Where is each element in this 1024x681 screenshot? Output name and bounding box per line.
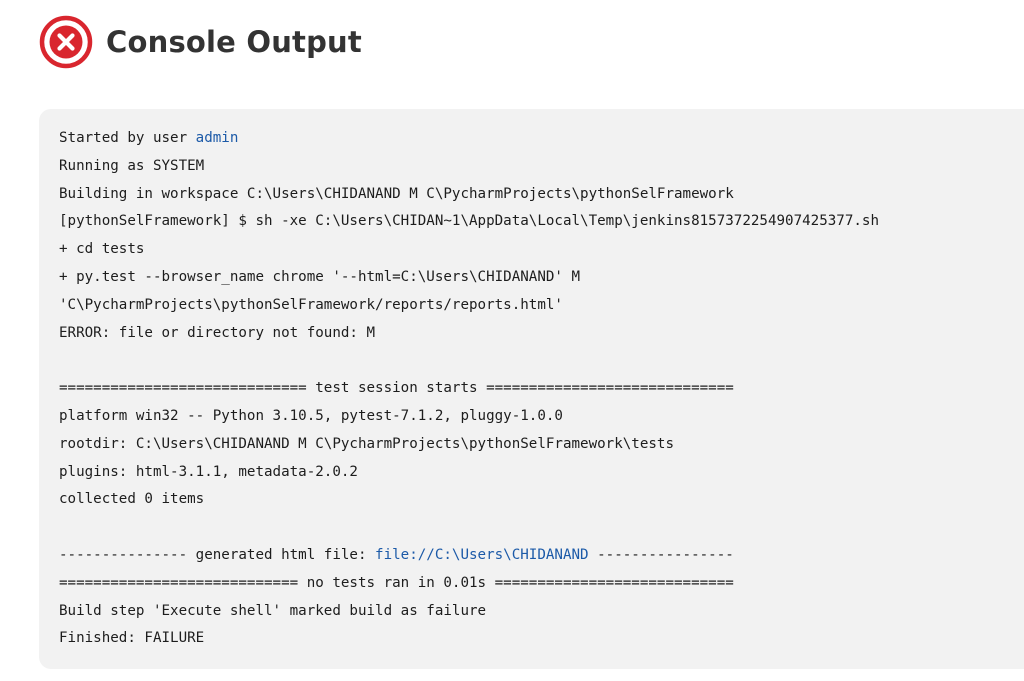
console-line: Building in workspace C:\Users\CHIDANAND…	[59, 181, 1024, 209]
console-line	[59, 514, 1024, 542]
console-text: + py.test --browser_name chrome '--html=…	[59, 268, 581, 285]
console-text: platform win32 -- Python 3.10.5, pytest-…	[59, 407, 563, 424]
failure-status-icon	[39, 15, 93, 69]
console-text: plugins: html-3.1.1, metadata-2.0.2	[59, 463, 358, 480]
console-text: + cd tests	[59, 241, 145, 258]
console-text: ============================= test sessi…	[59, 380, 734, 397]
console-line: ERROR: file or directory not found: M	[59, 320, 1024, 348]
console-line: platform win32 -- Python 3.10.5, pytest-…	[59, 403, 1024, 431]
page-title: Console Output	[106, 25, 362, 59]
console-line: Started by user admin	[59, 125, 1024, 153]
console-text: ERROR: file or directory not found: M	[59, 324, 376, 341]
console-link[interactable]: admin	[195, 130, 239, 146]
console-line: + cd tests	[59, 236, 1024, 264]
console-line: collected 0 items	[59, 486, 1024, 514]
console-text: rootdir: C:\Users\CHIDANAND M C\PycharmP…	[59, 435, 674, 452]
console-text: ----------------	[588, 546, 734, 563]
console-text: Finished: FAILURE	[59, 630, 205, 647]
console-line: ============================= test sessi…	[59, 375, 1024, 403]
console-text: Build step 'Execute shell' marked build …	[59, 602, 487, 619]
console-line: --------------- generated html file: fil…	[59, 542, 1024, 570]
console-line	[59, 347, 1024, 375]
console-text: 'C\PycharmProjects\pythonSelFramework/re…	[59, 296, 563, 313]
console-line: [pythonSelFramework] $ sh -xe C:\Users\C…	[59, 208, 1024, 236]
console-line: 'C\PycharmProjects\pythonSelFramework/re…	[59, 292, 1024, 320]
console-text: Running as SYSTEM	[59, 157, 205, 174]
console-line: Build step 'Execute shell' marked build …	[59, 598, 1024, 626]
console-link[interactable]: file://C:\Users\CHIDANAND	[375, 546, 589, 563]
console-line: Finished: FAILURE	[59, 625, 1024, 653]
console-line: ============================ no tests ra…	[59, 570, 1024, 598]
console-text: collected 0 items	[59, 491, 205, 508]
console-line: Running as SYSTEM	[59, 153, 1024, 181]
console-text: Building in workspace C:\Users\CHIDANAND…	[59, 185, 734, 202]
console-text: ============================ no tests ra…	[59, 574, 734, 591]
console-text: Started by user	[59, 130, 196, 146]
console-text: [pythonSelFramework] $ sh -xe C:\Users\C…	[59, 213, 879, 230]
console-text: --------------- generated html file:	[59, 546, 376, 563]
console-line: plugins: html-3.1.1, metadata-2.0.2	[59, 459, 1024, 487]
console-line: rootdir: C:\Users\CHIDANAND M C\PycharmP…	[59, 431, 1024, 459]
console-line: + py.test --browser_name chrome '--html=…	[59, 264, 1024, 292]
page-header: Console Output	[39, 14, 362, 70]
